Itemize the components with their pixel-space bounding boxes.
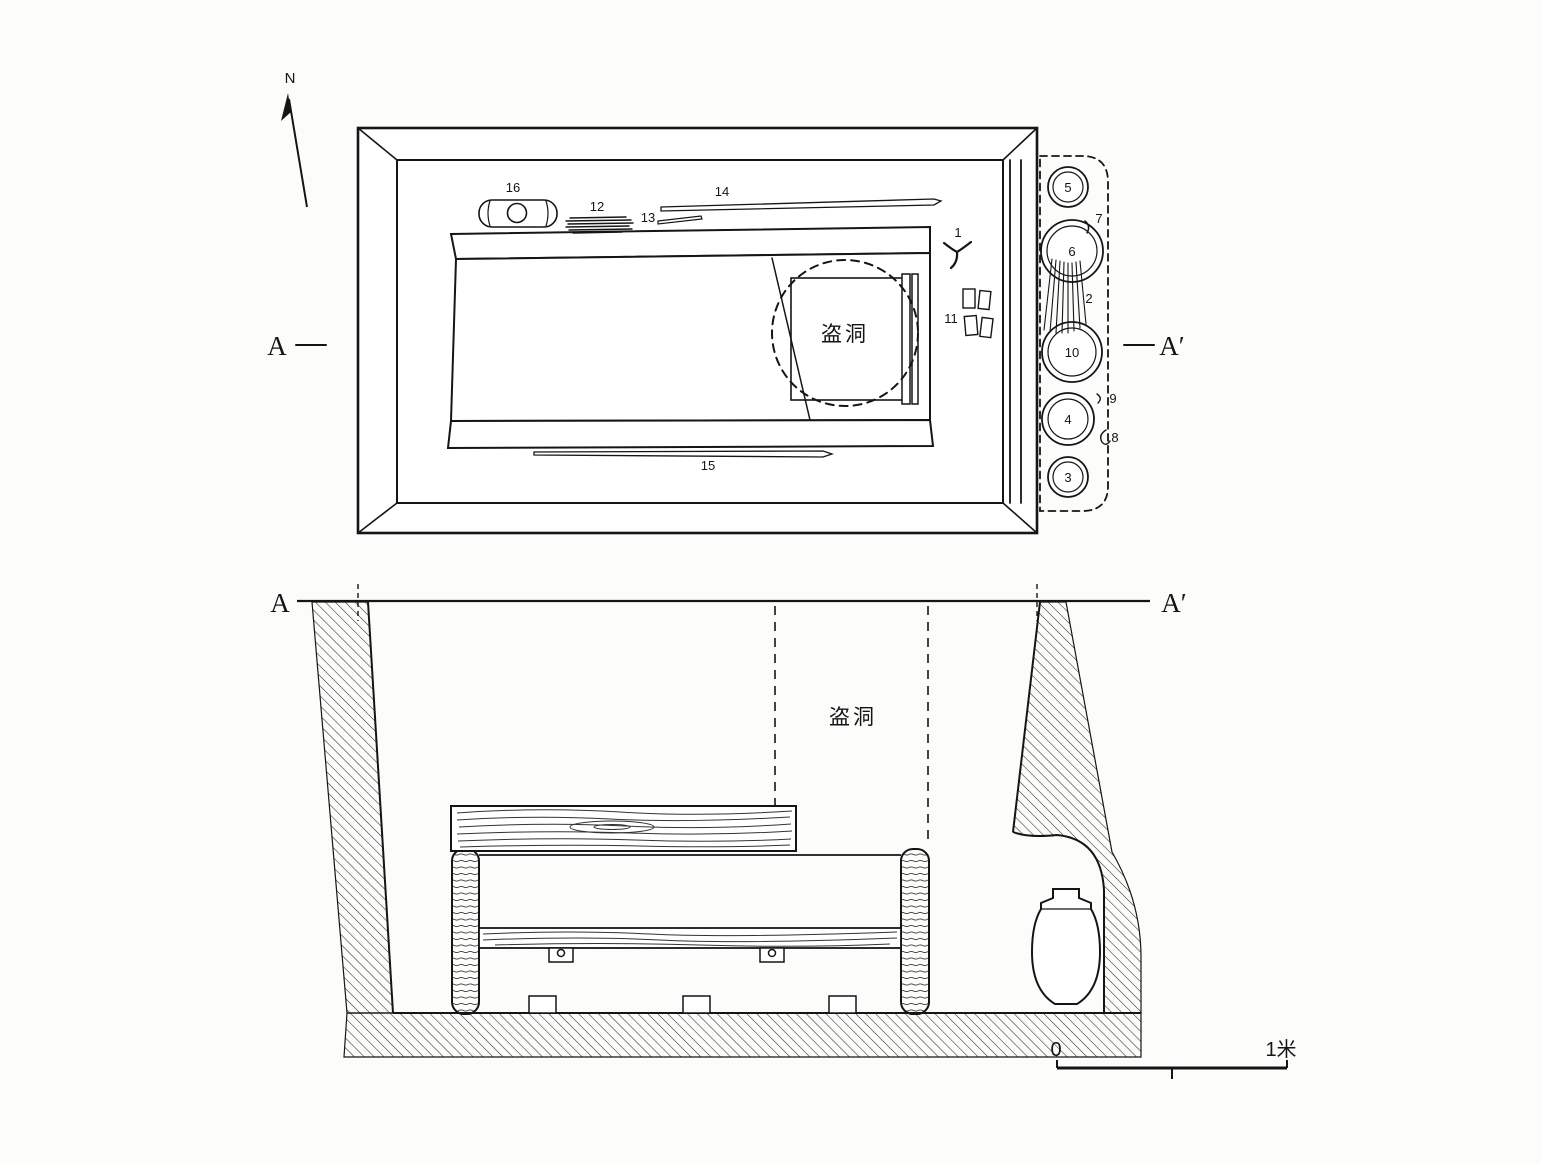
coffin-feet [528,995,857,1014]
artifact-15-label: 15 [701,458,715,473]
vessel-10 [1041,321,1103,383]
robber-pit-label-section: 盗洞 [829,706,877,729]
guo-plank-grain [456,809,793,848]
side-niche-plan: 5 6 10 4 3 [1039,155,1119,512]
coffin-section [450,805,930,1015]
scale-unit-label: 1米 [1265,1038,1296,1061]
artifact-7-mark [1084,220,1090,234]
vessel-10-label: 10 [1065,345,1079,360]
artifact-12-label: 12 [590,199,604,214]
plan-view: 盗洞 16 12 13 14 1 [267,126,1185,535]
scale-bar: 0 1米 [1050,1038,1297,1079]
vessel-3 [1047,456,1089,498]
plan-section-marker-a-prime: A′ [1159,331,1184,361]
coffin-bottom-board [478,927,902,949]
vessel-4 [1041,392,1095,446]
robber-pit-outline-section [774,606,929,843]
artifact-9-label: 9 [1109,391,1116,406]
vessel-5-label: 5 [1064,180,1071,195]
niche-pot [1030,888,1102,1005]
artifact-15 [533,450,835,458]
robber-pit-outline-plan [771,259,919,407]
section-marker-a-prime: A′ [1161,588,1186,618]
artifact-16 [478,199,558,228]
scale-zero-label: 0 [1050,1039,1061,1061]
artifact-11-label: 11 [944,311,958,326]
vessel-5 [1047,166,1089,208]
vessel-4-label: 4 [1064,412,1071,427]
north-arrow-shaft [288,98,308,208]
artifact-11 [962,288,994,339]
projection-ticks [357,584,1038,621]
robber-pit-label-plan: 盗洞 [821,323,869,346]
north-label: N [285,70,296,87]
artifact-2-bundle [1043,258,1087,334]
coffin-right-end-board [900,848,930,1015]
coffin-left-end-board [451,848,480,1015]
section-view: A A′ 盗洞 [270,584,1297,1079]
coffin-chamber-plan [446,225,935,450]
coffin-bottom-board-grain [482,931,898,947]
coffin-cleats [548,947,785,963]
artifact-9-mark [1096,393,1101,404]
floor-hatch [343,1012,1142,1058]
artifact-7-label: 7 [1095,211,1102,226]
artifact-14-label: 14 [715,184,729,199]
north-arrow-head [281,93,291,121]
pit-corner-bevels [357,127,1038,534]
guo-top-plank [450,805,797,852]
displaced-plank-1 [901,273,911,405]
pit-right-wall-line [1012,601,1041,833]
artifact-1 [942,240,973,270]
niche-arch [1012,831,1105,1013]
vessel-6-label: 6 [1068,244,1075,259]
vessel-3-label: 3 [1064,470,1071,485]
artifact-8-mark [1099,429,1111,445]
artifact-1-label: 1 [954,225,961,240]
artifact-13-label: 13 [641,210,655,225]
pit-left-wall-line [367,601,394,1014]
pit-profile [367,601,1141,1014]
niche-boundary [1039,155,1109,512]
north-arrow: N [281,70,308,208]
artifact-12 [565,216,634,234]
artifact-2-label: 2 [1085,291,1092,306]
artifact-8-label: 8 [1111,430,1118,445]
plan-section-marker-a: A [267,331,287,361]
artifact-14 [660,198,943,212]
artifact-16-label: 16 [506,180,520,195]
artifact-13 [657,215,703,225]
section-marker-a: A [270,588,290,618]
